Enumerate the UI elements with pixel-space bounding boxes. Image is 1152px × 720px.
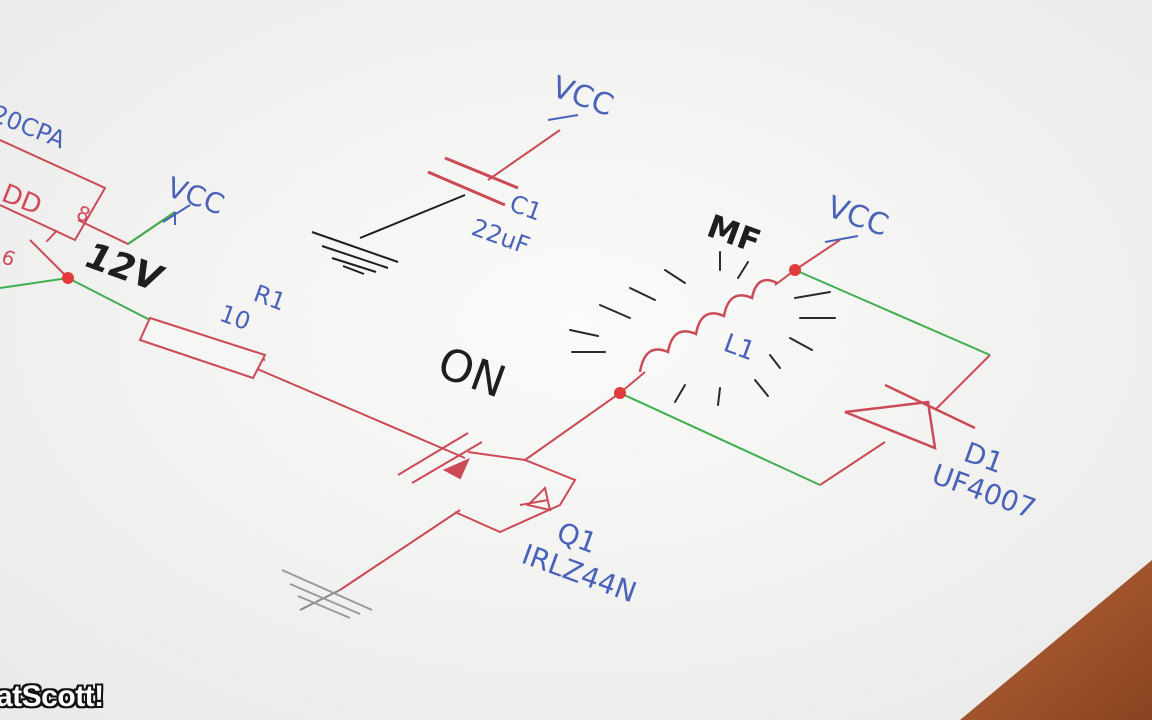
table-wood <box>960 560 1152 720</box>
ground-symbol <box>311 231 399 275</box>
wires <box>0 129 991 611</box>
channel-watermark: atScott! <box>0 680 104 713</box>
junction-dots <box>62 264 801 399</box>
ground-symbol <box>281 569 373 619</box>
field-lines <box>569 251 836 406</box>
mosfet-q1 <box>397 432 577 534</box>
